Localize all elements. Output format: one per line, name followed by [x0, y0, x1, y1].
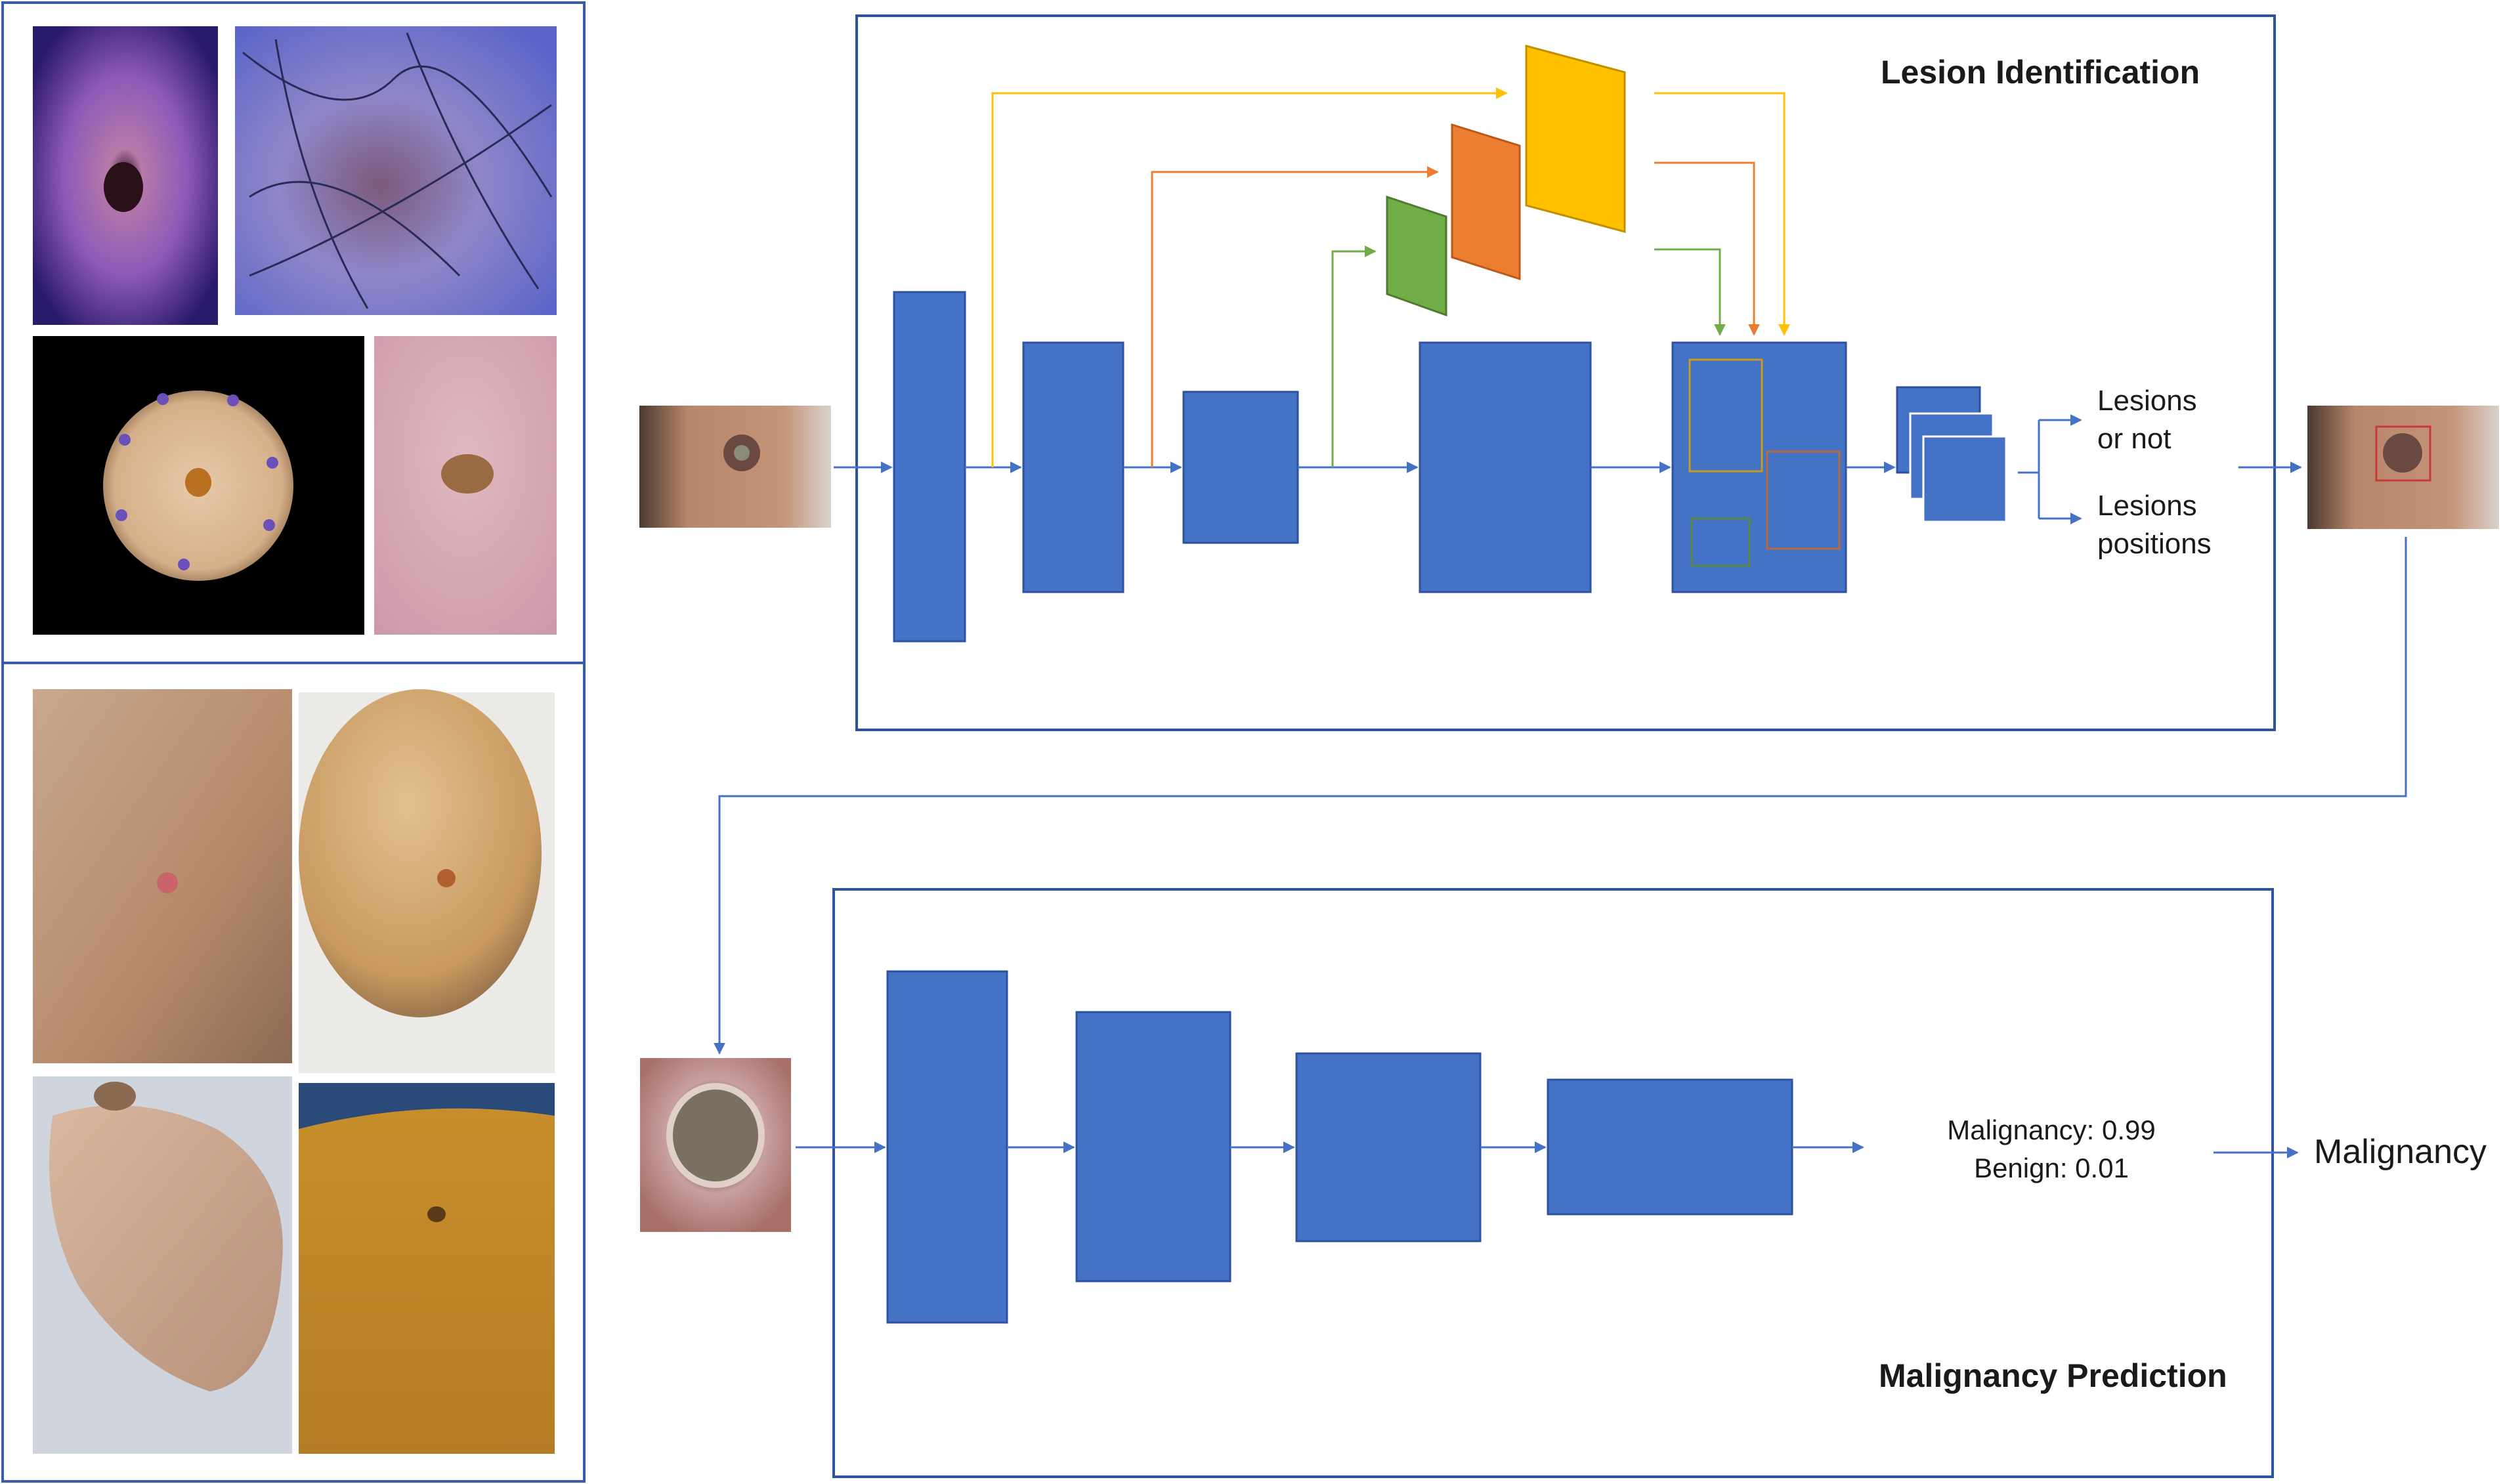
dermoscopy-image-1 — [33, 26, 218, 325]
output-lesions-or-not: Lesions or not — [2097, 385, 2205, 455]
annotated-output-image — [2307, 406, 2499, 529]
backbone-block-1 — [893, 291, 966, 643]
lesion-identification-title: Lesion Identification — [1881, 54, 2200, 91]
clinical-image-foot — [33, 1076, 292, 1454]
clinical-image-knee — [299, 689, 555, 1073]
benign-score: Benign: 0.01 — [1974, 1153, 2129, 1183]
malignancy-prediction-panel: Malignancy Prediction Malignancy: 0.99 B… — [640, 888, 2299, 1478]
malignancy-score: Malignancy: 0.99 — [1947, 1114, 2156, 1145]
skip-connection-green — [1331, 245, 1726, 467]
dermoscopic-image-panel — [1, 1, 586, 664]
feature-map-yellow — [1525, 45, 1626, 233]
clinical-image-panel — [1, 662, 586, 1483]
final-prediction-label: Malignancy — [2314, 1133, 2487, 1171]
lesion-identification-panel: Lesion Identification — [639, 14, 2499, 731]
dermoscopy-image-3 — [33, 336, 364, 635]
classifier-flow-arrows — [796, 1141, 2299, 1158]
dermoscopy-image-2 — [235, 26, 557, 315]
detection-box-yellow — [1688, 358, 1763, 473]
backbone-block-3 — [1182, 391, 1299, 544]
classifier-block-3 — [1295, 1052, 1482, 1242]
detection-box-green — [1690, 517, 1751, 567]
skip-connection-orange — [1151, 161, 1760, 467]
classifier-block-4 — [1547, 1078, 1793, 1216]
output-lesion-positions: Lesions positions — [2097, 490, 2212, 560]
skip-connection-yellow — [991, 87, 1790, 467]
detection-box-orange — [1766, 450, 1841, 550]
feature-map-green — [1386, 195, 1447, 317]
clinical-image-arm — [33, 689, 292, 1063]
dermoscopy-image-4 — [374, 336, 557, 635]
main-flow-arrows — [834, 414, 2302, 524]
output-feature-stack — [1896, 386, 2007, 523]
neck-block — [1419, 341, 1592, 593]
feature-map-orange — [1451, 123, 1521, 281]
classifier-block-1 — [886, 970, 1008, 1324]
crop-connector-arrow — [714, 537, 2407, 1055]
detection-head-block — [1671, 341, 1847, 593]
classifier-block-2 — [1075, 1011, 1231, 1283]
clinical-image-back — [299, 1083, 555, 1454]
backbone-block-2 — [1022, 341, 1124, 593]
malignancy-prediction-title: Malignancy Prediction — [1879, 1357, 2227, 1394]
input-clinical-image — [639, 406, 831, 528]
cropped-lesion-image — [640, 1058, 791, 1232]
